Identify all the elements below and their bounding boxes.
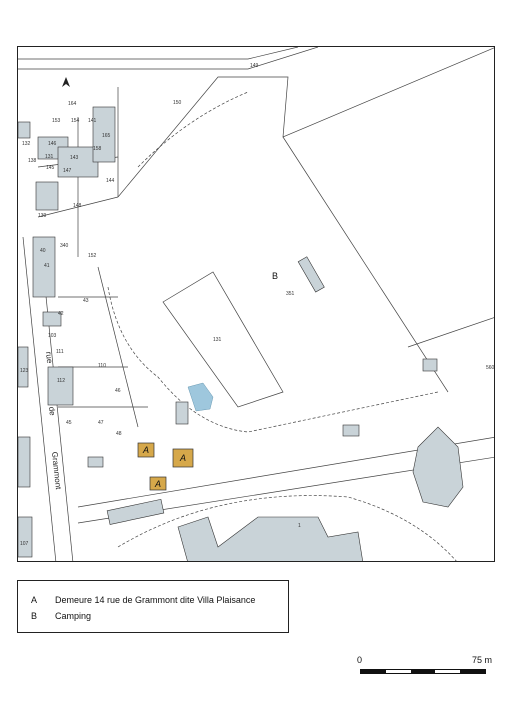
parcel-number: 107 xyxy=(20,541,29,547)
parcel-number: 560 xyxy=(486,365,495,371)
label-a: A xyxy=(142,445,149,455)
building xyxy=(18,516,33,558)
building xyxy=(32,236,56,298)
parcel-line xyxy=(407,317,494,348)
scale-segment xyxy=(410,670,436,673)
parcel-number: 150 xyxy=(173,100,182,106)
parcel-number: 138 xyxy=(28,158,37,164)
buildings xyxy=(18,106,464,561)
parcel-number: 158 xyxy=(93,146,102,152)
parcel-number: 131 xyxy=(213,337,222,343)
parcel-line xyxy=(97,266,139,428)
parcel-number: 147 xyxy=(63,168,72,174)
parcel-line xyxy=(117,47,494,198)
label-a: A xyxy=(154,479,161,489)
street-name-label: rue xyxy=(44,351,54,364)
scale-segment xyxy=(385,670,411,673)
legend: A Demeure 14 rue de Grammont dite Villa … xyxy=(17,580,289,633)
parcel-number: 146 xyxy=(48,141,57,147)
building xyxy=(47,366,74,406)
parcel-number: 46 xyxy=(115,388,121,394)
building xyxy=(18,121,31,139)
parcel-number: 154 xyxy=(71,118,80,124)
label-a: A xyxy=(179,453,186,463)
parcel-number: 351 xyxy=(286,291,295,297)
pond xyxy=(187,382,214,412)
north-arrow-icon xyxy=(62,77,70,87)
parcel-number: 145 xyxy=(46,165,55,171)
scale-segment xyxy=(435,670,461,673)
parcel-number: 144 xyxy=(106,178,115,184)
parcel-line xyxy=(77,87,119,257)
parcel-number: 148 xyxy=(73,203,82,209)
scale-graduation xyxy=(360,669,486,674)
parcel-number: 340 xyxy=(60,243,69,249)
parcel-number: 143 xyxy=(70,155,79,161)
villa-plaisance-building xyxy=(172,448,194,468)
building xyxy=(35,181,59,211)
top-road-edge xyxy=(18,47,319,70)
street-name-label: Grammont xyxy=(50,451,63,490)
building xyxy=(175,401,189,425)
street-name-label: de xyxy=(47,406,57,416)
parcel-number: 123 xyxy=(20,368,29,374)
parcel-number: 41 xyxy=(44,263,50,269)
scale-segment xyxy=(361,670,386,673)
building xyxy=(18,346,29,388)
legend-key: B xyxy=(31,611,38,621)
legend-label: Camping xyxy=(55,611,92,621)
parcel-number: 131 xyxy=(45,154,54,160)
parcel-number: 139 xyxy=(38,213,47,219)
parcel-number: 40 xyxy=(40,248,46,254)
parcel-number: 47 xyxy=(98,420,104,426)
parcel-number: 112 xyxy=(57,378,65,384)
parcel-number: 132 xyxy=(22,141,31,147)
parcel-number: 48 xyxy=(116,431,122,437)
parcel-number: 103 xyxy=(48,333,57,339)
scale-end: 75 m xyxy=(471,655,492,665)
sports-field xyxy=(162,271,284,408)
parcel-number: 110 xyxy=(98,363,106,369)
villa-plaisance-building xyxy=(137,442,155,458)
parcel-number: 165 xyxy=(102,133,111,139)
parcel-number: 153 xyxy=(52,118,61,124)
street-edge xyxy=(22,236,57,561)
building xyxy=(106,498,165,525)
building xyxy=(42,311,62,327)
top-road-edge xyxy=(18,47,299,60)
parcel-number: 43 xyxy=(83,298,89,304)
parcel-number: 164 xyxy=(68,101,77,107)
villa-plaisance-building xyxy=(149,476,167,491)
legend-label: Demeure 14 rue de Grammont dite Villa Pl… xyxy=(55,595,256,605)
scale-bar: 0 75 m xyxy=(357,655,492,685)
label-b: B xyxy=(272,271,278,281)
building xyxy=(412,426,464,508)
parcel-number: 42 xyxy=(58,311,64,317)
building xyxy=(342,424,360,437)
building xyxy=(92,106,116,163)
campus-path xyxy=(117,495,457,561)
parcel-number: 152 xyxy=(88,253,97,259)
scale-segment xyxy=(460,670,485,673)
scale-start: 0 xyxy=(357,655,363,665)
parcel-line xyxy=(282,136,449,393)
parcel-number: 1 xyxy=(298,523,301,529)
parcel-number: 149 xyxy=(250,63,259,69)
building xyxy=(57,146,99,178)
building xyxy=(297,256,325,293)
camping-path xyxy=(107,91,439,433)
building xyxy=(177,516,363,561)
parcel-number: 45 xyxy=(66,420,72,426)
legend-key: A xyxy=(31,595,38,605)
building xyxy=(422,358,438,372)
parcel-number: 111 xyxy=(56,349,64,355)
building xyxy=(18,436,31,488)
parcel-number: 141 xyxy=(88,118,97,124)
building xyxy=(87,456,104,468)
